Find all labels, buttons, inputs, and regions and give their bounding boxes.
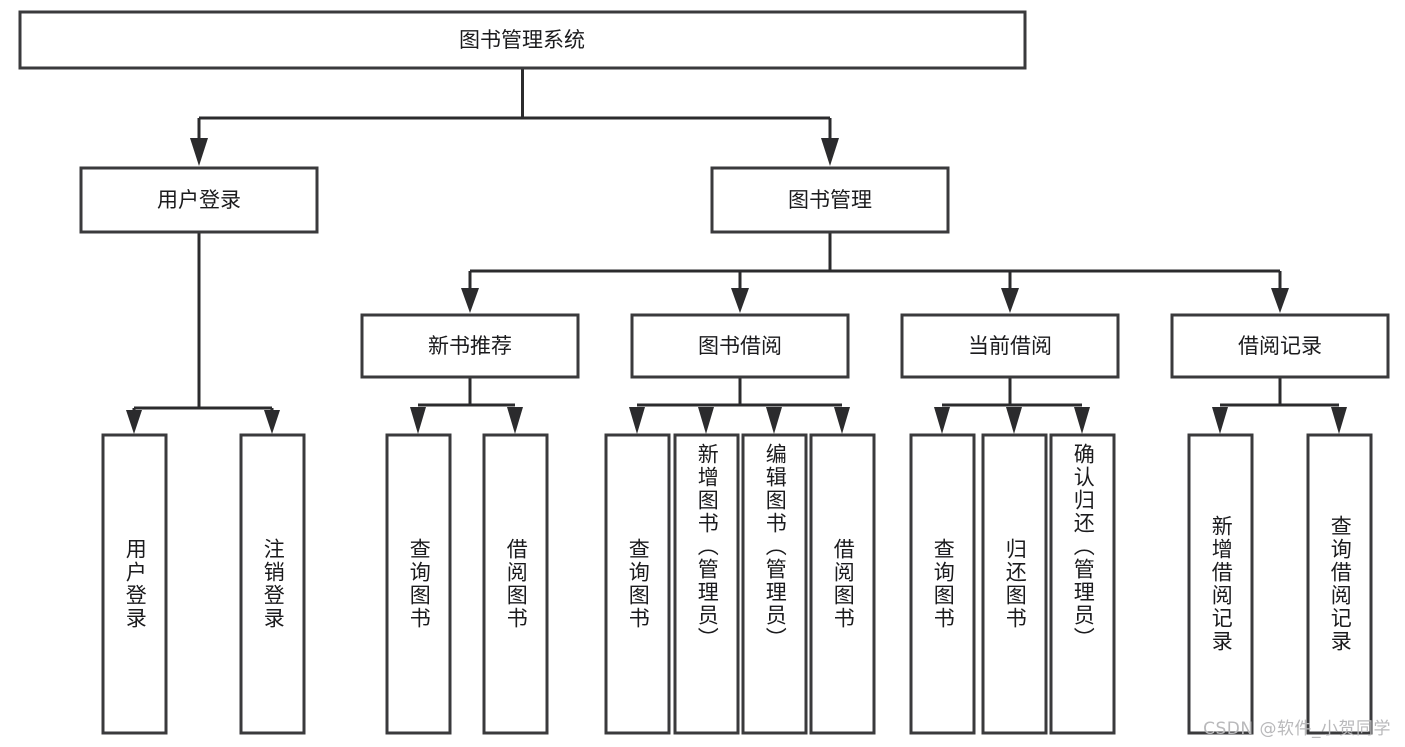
node-new-book-recommend-label: 新书推荐 — [428, 334, 512, 358]
connectors-user-login-to-leaves — [126, 232, 280, 434]
node-borrow-record[interactable]: 借阅记录 — [1170, 313, 1390, 379]
node-borrow-record-box[interactable] — [1170, 313, 1390, 379]
node-current-borrow-label: 当前借阅 — [968, 334, 1052, 358]
node-leaf-query-book-1-box[interactable] — [385, 433, 452, 735]
node-leaf-add-record-box[interactable] — [1187, 433, 1254, 735]
arrow-to-book-manage — [821, 138, 839, 166]
arrow-to-leaf-add-record — [1212, 407, 1228, 434]
arrow-to-leaf-query-book-1 — [410, 407, 426, 434]
arrow-to-leaf-user-login — [126, 410, 142, 434]
node-book-manage-box[interactable] — [710, 166, 950, 234]
arrow-to-new-book-recommend — [461, 288, 479, 313]
node-leaf-add-book-box[interactable] — [673, 433, 740, 735]
arrow-to-current-borrow — [1001, 288, 1019, 313]
arrow-to-leaf-query-book-3 — [934, 407, 950, 434]
node-user-login-box[interactable] — [79, 166, 319, 234]
connectors-book-manage-to-level2 — [461, 232, 1289, 313]
arrow-to-leaf-borrow-book-1 — [507, 407, 523, 434]
connectors-new-book-recommend-to-leaves — [410, 377, 523, 434]
node-leaf-logout-login-box[interactable] — [239, 433, 306, 735]
node-root-label: 图书管理系统 — [459, 28, 585, 52]
connectors-root-to-level1 — [190, 68, 839, 166]
node-current-borrow[interactable]: 当前借阅 — [900, 313, 1120, 379]
node-leaf-query-book-3-box[interactable] — [909, 433, 976, 735]
arrow-to-user-login — [190, 138, 208, 166]
arrow-to-leaf-logout-login — [264, 410, 280, 434]
node-leaf-edit-book-box[interactable] — [741, 433, 808, 735]
arrow-to-leaf-borrow-book-2 — [834, 407, 850, 434]
node-book-manage-label: 图书管理 — [788, 188, 872, 212]
node-leaf-borrow-book-2-box[interactable] — [809, 433, 876, 735]
node-leaf-return-book-box[interactable] — [981, 433, 1048, 735]
node-leaf-query-record-box[interactable] — [1306, 433, 1373, 735]
node-root-box[interactable] — [18, 10, 1027, 70]
node-borrow-record-label: 借阅记录 — [1238, 334, 1322, 358]
node-leaf-confirm-return-box[interactable] — [1049, 433, 1116, 735]
node-book-manage[interactable]: 图书管理 — [710, 166, 950, 234]
node-new-book-recommend[interactable]: 新书推荐 — [360, 313, 580, 379]
node-leaf-user-login-box[interactable] — [101, 433, 168, 735]
connectors-current-borrow-to-leaves — [934, 377, 1090, 434]
node-book-borrow-box[interactable] — [630, 313, 850, 379]
node-new-book-recommend-box[interactable] — [360, 313, 580, 379]
node-root[interactable]: 图书管理系统 — [18, 10, 1027, 70]
arrow-to-leaf-edit-book — [766, 407, 782, 434]
arrow-to-leaf-return-book — [1006, 407, 1022, 434]
node-book-borrow-label: 图书借阅 — [698, 334, 782, 358]
connectors-borrow-record-to-leaves — [1212, 377, 1347, 434]
csdn-watermark: CSDN @软件_小贺同学 — [1203, 719, 1391, 739]
node-leaf-query-book-2-box[interactable] — [604, 433, 671, 735]
node-book-borrow[interactable]: 图书借阅 — [630, 313, 850, 379]
arrow-to-leaf-query-record — [1331, 407, 1347, 434]
arrow-to-leaf-add-book — [698, 407, 714, 434]
node-leaf-borrow-book-1-box[interactable] — [482, 433, 549, 735]
connectors-book-borrow-to-leaves — [629, 377, 850, 434]
node-current-borrow-box[interactable] — [900, 313, 1120, 379]
node-user-login-label: 用户登录 — [157, 188, 241, 212]
arrow-to-leaf-query-book-2 — [629, 407, 645, 434]
node-user-login[interactable]: 用户登录 — [79, 166, 319, 234]
arrow-to-borrow-record — [1271, 288, 1289, 313]
arrow-to-leaf-confirm-return — [1074, 407, 1090, 434]
arrow-to-book-borrow — [731, 288, 749, 313]
